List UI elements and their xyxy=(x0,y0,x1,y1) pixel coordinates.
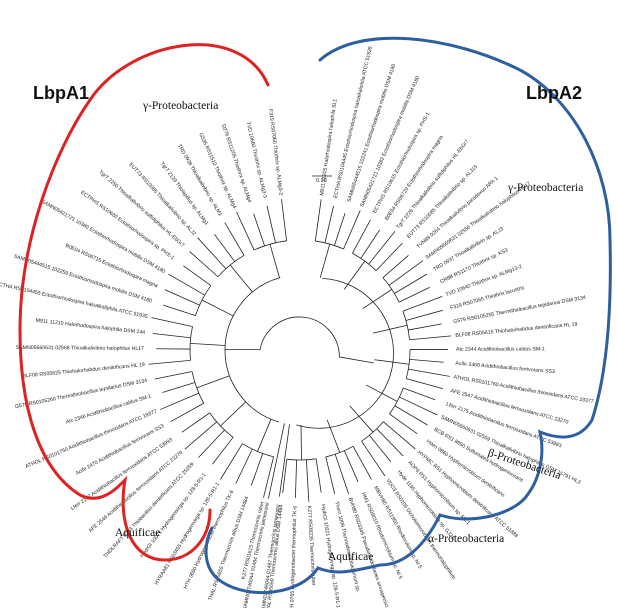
branch-lbpa2-tip xyxy=(399,397,437,415)
tree-branches xyxy=(149,176,452,502)
clade-label-alpha-lbpa2: α-Proteobacteria xyxy=(428,533,504,545)
branch-lbpa2-tip xyxy=(369,231,395,264)
branch-lbpa1-tip xyxy=(267,206,275,243)
clade-label-gamma-lbpa2: γ-Proteobacteria xyxy=(508,182,583,194)
branch-lbpa1-tip xyxy=(254,214,265,246)
taxon-label-lbpa1: F319 RS07060 Thiothrix sp. ALMg3-2 xyxy=(267,109,284,196)
branch-lbpa1-stem xyxy=(257,419,271,451)
branch-lbpa1-tip xyxy=(281,199,286,241)
taxon-label-lbpa2: Acife 2468 Acidithiobacillus ferrivorans… xyxy=(455,361,555,375)
branch-lbpa2-tip xyxy=(315,199,321,241)
branch-lbpa2-tip xyxy=(377,429,404,456)
branch-lbpa2-tip xyxy=(376,243,402,270)
lbpa2-title: LbpA2 xyxy=(526,83,582,104)
branch-lbpa1-tip xyxy=(279,459,284,497)
branch-lbpa1-stem xyxy=(190,343,225,345)
clade-label-aquificae-lbpa1: Aquificae xyxy=(115,527,160,539)
branch-lbpa2-tip xyxy=(362,441,385,476)
branch-lbpa2-tip xyxy=(410,336,452,340)
branch-lbpa1-tip xyxy=(149,360,191,364)
branch-lbpa1-tip xyxy=(236,449,252,483)
branch-lbpa2-tip xyxy=(306,460,308,502)
branch-lbpa2-tip xyxy=(334,213,345,245)
taxon-label-lbpa1: SAMN05660631 02568 Thioalkalivibrio halo… xyxy=(16,345,144,352)
branch-lbpa2-stem xyxy=(374,360,409,365)
scale-bar-label: 0.20 xyxy=(316,178,327,184)
branch-lbpa2-tip xyxy=(399,287,430,302)
taxon-label-lbpa1: B0E04 RS06715 Ectothiorhodospira magna xyxy=(64,243,158,290)
branch-lbpa2-stem xyxy=(344,261,365,289)
taxon-label-lbpa2: BLF08 RS05615 Thiohalorhabdus denitrific… xyxy=(455,321,578,338)
branch-lbpa1-tip xyxy=(183,266,211,286)
clade-label-aquificae-lbpa2: Aquificae xyxy=(328,551,373,563)
branch-lbpa2-stem xyxy=(277,423,284,457)
branch-lbpa1-stem xyxy=(270,244,280,278)
branch-lbpa2-stem xyxy=(320,244,329,278)
taxon-label-lbpa1: HTH 0690 Hydrogenobacter thermophilus TK… xyxy=(183,489,236,590)
branch-lbpa2-tip xyxy=(335,454,348,494)
branch-lbpa1-tip xyxy=(153,334,191,338)
branch-lbpa2-tip xyxy=(408,324,441,330)
taxon-label-lbpa2: HTH 0765 Hydrogenobacter thermophilus TK… xyxy=(289,506,298,608)
taxon-label-lbpa1: TgrT 2129 Thiolapillus sp. ALMg1 xyxy=(159,161,210,227)
taxon-label-lbpa1: TRD 0938 Thioalkalivibrio sp. ALM1 xyxy=(176,143,223,217)
branch-lbpa2-tip xyxy=(406,310,443,320)
taxon-label-lbpa1: SAMN05444515 102259 Ectothiorhodospira m… xyxy=(13,254,153,305)
branch-lbpa1-stem xyxy=(220,402,245,426)
branch-lbpa1-tip xyxy=(185,422,217,449)
branch-lbpa1-tip xyxy=(151,318,192,327)
branch-lbpa1-tip xyxy=(251,454,263,486)
branch-lbpa1-tip xyxy=(165,290,200,305)
branch-lbpa1-tip xyxy=(160,393,199,409)
clade-label-gamma-lbpa1: γ-Proteobacteria xyxy=(143,100,218,112)
branch-lbpa1-tip xyxy=(212,437,233,464)
branch-lbpa2-tip xyxy=(325,206,334,243)
branch-lbpa1-tip xyxy=(163,305,195,316)
branch-lbpa1-tip xyxy=(237,212,255,250)
branch-lbpa2-tip xyxy=(326,457,335,494)
branch-lbpa1-stem xyxy=(285,424,290,459)
branch-lbpa2-tip xyxy=(283,459,287,493)
branch-lbpa1-tip xyxy=(264,457,274,498)
branch-root-arc xyxy=(260,317,339,357)
branch-lbpa1-tip xyxy=(225,223,244,256)
taxon-label-lbpa2: ECTHA RS0104445 Ectothiorhodospira haloa… xyxy=(333,46,374,199)
branch-lbpa2-tip xyxy=(344,451,358,482)
branch-lbpa2-tip xyxy=(403,296,442,311)
branch-lbpa2-backbone xyxy=(296,278,393,428)
branch-lbpa2-root xyxy=(339,357,373,363)
branch-lbpa2-tip xyxy=(316,459,321,493)
branch-lbpa2-tip xyxy=(410,359,444,362)
branch-lbpa2-stem xyxy=(327,420,340,453)
taxon-label-lbpa1: M911 11210 Halorhodospira halophila DSM … xyxy=(35,318,145,336)
branch-lbpa1-tip xyxy=(214,234,234,261)
branch-lbpa2-stem xyxy=(363,289,392,308)
branch-lbpa1-stem xyxy=(202,300,233,316)
branch-lbpa2-tip xyxy=(383,422,415,449)
taxon-label-lbpa2: CR8B RS1170 Thiothrix sp. KS3 xyxy=(439,247,509,285)
branch-lbpa2-tip xyxy=(406,379,443,389)
branch-lbpa2-tip xyxy=(395,406,428,425)
lbpa1-title: LbpA1 xyxy=(33,83,89,104)
branch-lbpa1-stem xyxy=(230,265,252,292)
branch-lbpa1-tip xyxy=(162,382,194,392)
taxon-label-lbpa2: Atc 2344 Acidithiobacillus caldus SM-1 xyxy=(456,346,545,352)
branch-lbpa2-tip xyxy=(403,388,435,400)
branch-lbpa1-tip xyxy=(198,238,226,269)
branch-lbpa2-tip xyxy=(408,369,449,376)
branch-lbpa2-tip xyxy=(268,458,277,499)
branch-lbpa1-tip xyxy=(155,372,192,379)
branch-lbpa1-stem xyxy=(197,376,230,388)
branch-lbpa2-stem xyxy=(350,406,373,432)
branch-lbpa2-tip xyxy=(295,460,296,498)
taxon-label-lbpa1: BLF08 RS05625 Thiohalorhabdus denitrific… xyxy=(22,362,145,380)
branch-lbpa2-tip xyxy=(389,261,423,286)
branch-lbpa1-tip xyxy=(182,413,210,432)
branch-lbpa1-tip xyxy=(171,403,204,421)
